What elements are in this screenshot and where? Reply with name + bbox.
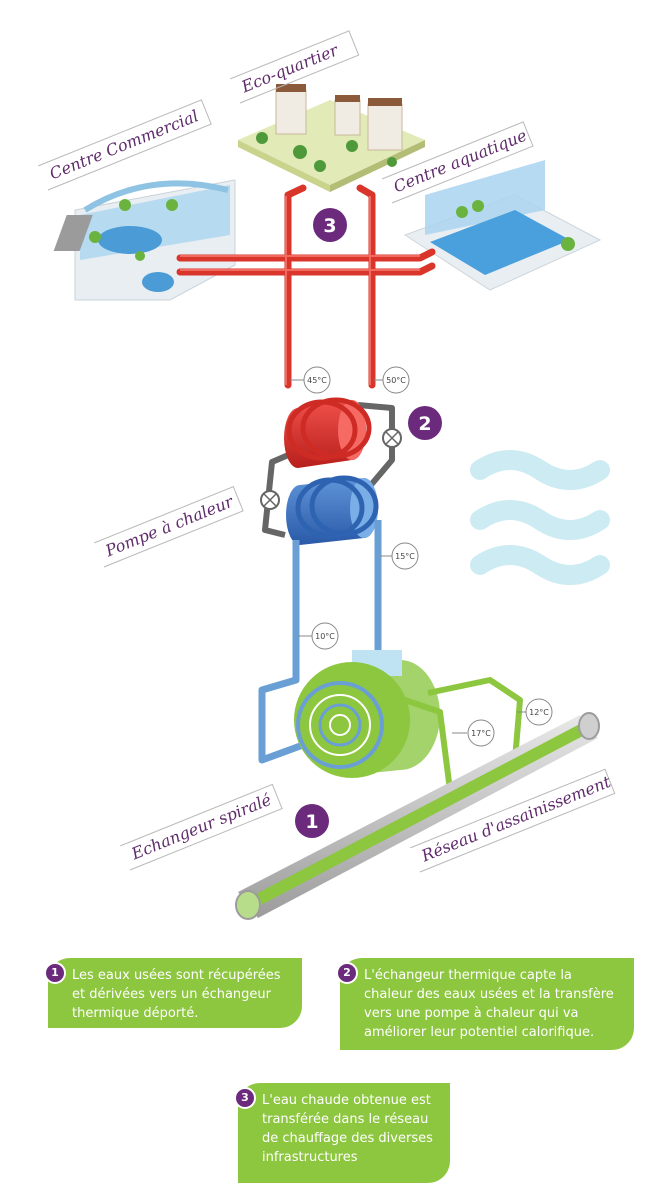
step-2-callout: 2 L'échangeur thermique capte la chaleur… (336, 958, 634, 1050)
temperature-marker-17: 17°C (452, 719, 495, 747)
step-badge-2: 2 (408, 406, 442, 440)
step-3-callout: 3 L'eau chaude obtenue est transférée da… (234, 1083, 450, 1183)
svg-text:17°C: 17°C (471, 729, 491, 738)
water-waves-decoration (470, 450, 610, 585)
hot-water-network-highlight (180, 196, 420, 385)
svg-text:Centre Commercial: Centre Commercial (47, 106, 201, 183)
eco-quartier-buildings (238, 84, 425, 192)
sewer-main-pipe (235, 712, 600, 920)
step-3-badge: 3 (234, 1087, 256, 1109)
cold-water-loop (258, 520, 382, 764)
svg-text:50°C: 50°C (386, 376, 406, 385)
hot-water-network (176, 184, 436, 389)
svg-text:1: 1 (305, 811, 318, 833)
step-1-badge: 1 (44, 962, 66, 984)
label-echangeur-spirale: Echangeur spiralé (120, 783, 283, 871)
temperature-marker-10: 10°C (298, 622, 339, 650)
svg-text:10°C: 10°C (315, 632, 335, 641)
spiral-heat-exchanger (294, 650, 440, 778)
sewage-branch-pipes (402, 677, 523, 791)
step-2-text: L'échangeur thermique capte la chaleur d… (364, 968, 614, 1040)
svg-text:Echangeur spiralé: Echangeur spiralé (128, 790, 274, 864)
heat-pump-evaporator (286, 475, 379, 545)
heat-recovery-diagram: 45°C 50°C 15°C 10°C 17°C 12°C 3 2 1 (38, 30, 616, 920)
step-2-badge: 2 (336, 962, 358, 984)
refrigerant-valve-left (260, 490, 280, 510)
temperature-marker-15: 15°C (380, 542, 419, 570)
label-centre-commercial: Centre Commercial (38, 99, 212, 191)
svg-text:Pompe à chaleur: Pompe à chaleur (102, 491, 237, 560)
step-1-text: Les eaux usées sont récupérées et dérivé… (72, 968, 281, 1021)
step-badge-3: 3 (313, 208, 347, 242)
svg-text:15°C: 15°C (395, 552, 415, 561)
svg-text:12°C: 12°C (529, 708, 549, 717)
refrigerant-valve-right (382, 428, 402, 448)
temperature-marker-12: 12°C (517, 698, 553, 726)
step-badge-1: 1 (295, 804, 329, 838)
svg-text:2: 2 (418, 413, 431, 435)
step-3-text: L'eau chaude obtenue est transférée dans… (262, 1093, 433, 1165)
centre-aquatique-building (403, 160, 602, 291)
centre-commercial-building (53, 179, 236, 301)
temperature-marker-50: 50°C (374, 366, 410, 394)
svg-text:3: 3 (323, 215, 336, 237)
heat-pump-condenser (284, 397, 372, 468)
label-pompe-a-chaleur: Pompe à chaleur (94, 486, 244, 568)
svg-text:45°C: 45°C (307, 376, 327, 385)
temperature-marker-45: 45°C (290, 366, 331, 394)
step-1-callout: 1 Les eaux usées sont récupérées et déri… (44, 958, 302, 1028)
